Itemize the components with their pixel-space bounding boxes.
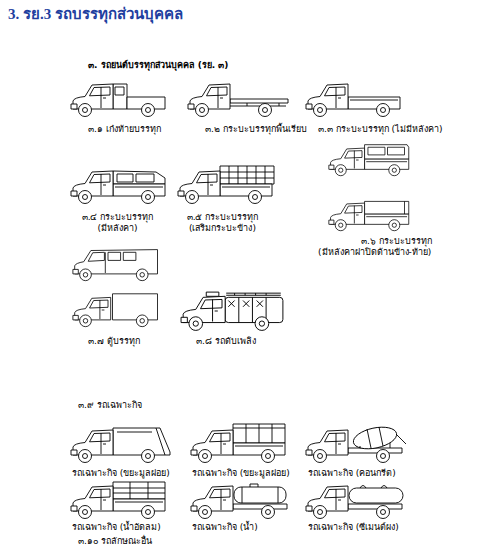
box-truck — [73, 294, 158, 327]
van — [73, 250, 158, 281]
caption: ๓.๘ รถดับเพลิง — [196, 336, 256, 347]
caption: รถเฉพาะกิจ (ซีเมนต์ผง) — [308, 522, 399, 533]
pickup-truck — [71, 84, 165, 117]
caption: ๓.๑ เก๋งท้ายบรรทุก — [88, 124, 161, 135]
section-heading: ๓. รถยนต์บรรทุกส่วนบุคคล (รย. ๓) — [88, 60, 228, 71]
fire-truck — [181, 292, 283, 330]
flatbed-truck — [188, 84, 288, 117]
caption: รถเฉพาะกิจ (น้ำอัดลม) — [72, 522, 161, 533]
caption: ๓.๕ กระบะบรรทุก (เสริมกระบะข้าง) — [185, 212, 260, 235]
box-canopy-truck — [329, 201, 409, 230]
canopy-truck — [71, 171, 165, 204]
caption: รถเฉพาะกิจ (ขยะมูลฝอย) — [72, 468, 170, 479]
water-tank-truck — [191, 484, 287, 519]
cement-tank-truck — [306, 486, 403, 519]
garbage-truck — [71, 428, 170, 463]
caption: ๓.๑๐ รถลักษณะอื่น — [78, 536, 152, 547]
caption: ๓.๒ กระบะบรรทุกพื้นเรียบ — [205, 124, 307, 135]
page-title: 3. รย.3 รถบรรทุกส่วนบุคคล — [8, 5, 183, 23]
caption: ๓.๖ กระบะบรรทุก (มีหลังคาฝาปิดด้านข้าง-ท… — [318, 236, 435, 259]
caption: ๓.๓ กระบะบรรทุก (ไม่มีหลังคา) — [318, 124, 443, 135]
caption: ๓.๗ ตู้บรรทุก — [88, 336, 140, 347]
caption: รถเฉพาะกิจ (คอนกรีต) — [308, 468, 396, 479]
caption: ๓.๙ รถเฉพาะกิจ — [78, 400, 142, 411]
caption: ๓.๔ กระบะบรรทุก (มีหลังคา) — [80, 212, 155, 235]
stake-truck — [178, 166, 274, 204]
canopy-truck — [329, 145, 409, 176]
soft-drink-truck — [71, 482, 165, 519]
concrete-mixer-truck — [306, 424, 406, 463]
caption: รถเฉพาะกิจ (ขยะมูลฝอย) — [192, 468, 290, 479]
caption: รถเฉพาะกิจ (น้ำ) — [192, 522, 258, 533]
garbage-truck — [191, 424, 285, 463]
pickup-truck — [306, 84, 400, 117]
